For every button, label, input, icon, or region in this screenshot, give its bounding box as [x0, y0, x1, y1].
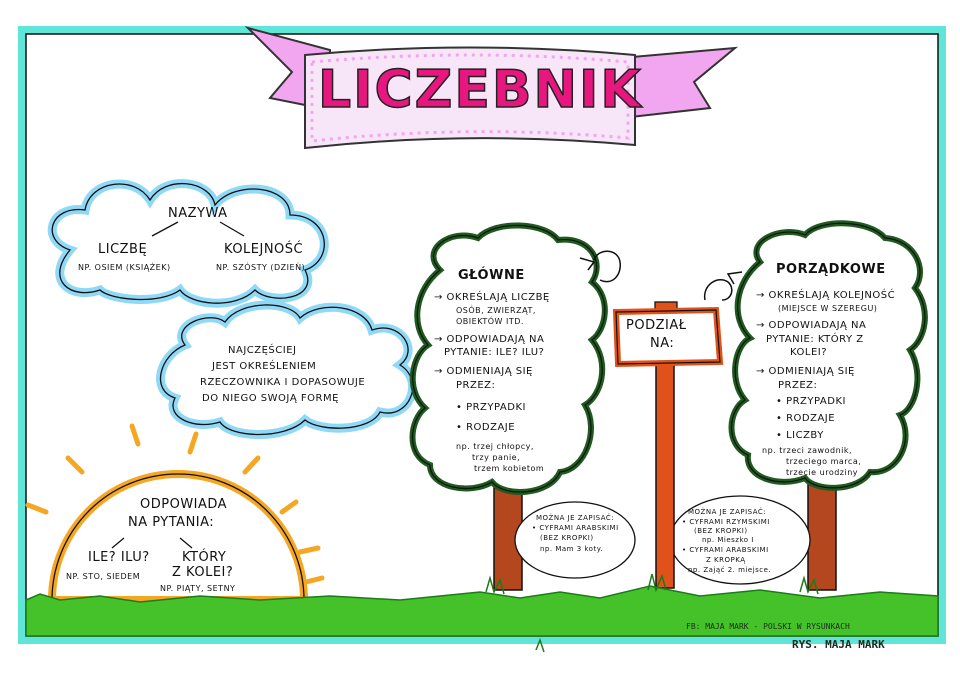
porzadkowe-item: KOLEI? [790, 347, 828, 358]
porzadkowe-note: np. Mieszko I [702, 536, 754, 544]
nazywa-liczbe-example: np. OSIEM (KSIĄŻEK) [78, 263, 171, 272]
porzadkowe-item: PYTANIE: KTÓRY Z [766, 334, 864, 345]
glowne-heading: GŁÓWNE [458, 268, 525, 283]
porzadkowe-item: (MIEJSCE W SZEREGU) [778, 304, 878, 313]
porzadkowe-note: (BEZ KROPKI) [694, 527, 748, 535]
tree-porzadkowe [669, 220, 928, 591]
porzadkowe-example: np. trzeci zawodnik, [762, 446, 853, 455]
nazywa-kolejnosc-example: np. SZÓSTY (DZIEŃ) [216, 263, 306, 272]
sun-line-2: NA PYTANIA: [128, 515, 215, 530]
banner-right-tail [618, 46, 739, 120]
poster-title: LICZEBNIK [317, 59, 643, 121]
porzadkowe-example: trzeciego marca, [786, 457, 862, 466]
glowne-item: PYTANIE: ILE? ILU? [444, 347, 545, 358]
porzadkowe-item: → OKREŚLAJĄ KOLEJNOŚĆ [756, 290, 896, 301]
function-line-1: NAJCZĘŚCIEJ [228, 345, 297, 356]
sun-ktory-example: np. PIĄTY, SETNY [160, 584, 236, 593]
function-line-4: DO NIEGO SWOJĄ FORMĘ [202, 393, 339, 404]
porzadkowe-note: • CYFRAMI ARABSKIMI [682, 546, 769, 554]
sun-question-z-kolei: Z KOLEI? [172, 565, 234, 580]
porzadkowe-item: → ODMIENIAJĄ SIĘ [756, 366, 855, 377]
function-line-2: JEST OKREŚLENIEM [212, 361, 317, 372]
glowne-item: OSÓB, ZWIERZĄT, [456, 306, 536, 315]
porzadkowe-note: np. Zająć 2. miejsce. [688, 566, 772, 574]
grass [25, 585, 939, 637]
glowne-note: np. Mam 3 koty. [540, 545, 604, 553]
porzadkowe-note: • CYFRAMI RZYMSKIMI [682, 518, 770, 526]
porzadkowe-example: trzecie urodziny [786, 468, 859, 477]
sun-line-1: ODPOWIADA [140, 497, 228, 512]
sun-question-ktory: KTÓRY [182, 550, 227, 565]
credit-facebook: FB: MAJA MARK - POLSKI W RYSUNKACH [686, 622, 850, 631]
glowne-example: trzem kobietom [474, 464, 545, 473]
glowne-item: OBIEKTÓW ITD. [456, 317, 524, 326]
sun-question-ile: ILE? ILU? [88, 550, 150, 565]
porzadkowe-item: • PRZYPADKI [776, 396, 846, 407]
porzadkowe-item: • RODZAJE [776, 413, 836, 424]
sun-ile-example: np. STO, SIEDEM [66, 572, 141, 581]
cloud-nazywa [47, 179, 329, 308]
function-line-3: RZECZOWNIKA I DOPASOWUJE [200, 377, 366, 388]
glowne-item: → ODPOWIADAJĄ NA [434, 334, 545, 345]
glowne-example: trzy panie, [472, 453, 521, 462]
glowne-item: • RODZAJE [456, 422, 516, 433]
trunk-right [807, 477, 837, 591]
signpost-line-2: NA: [650, 336, 675, 351]
frame-border [18, 26, 946, 644]
cloud-function [156, 300, 418, 439]
banner-main [304, 46, 636, 150]
porzadkowe-item: • LICZBY [776, 430, 824, 441]
tree-glowne [409, 222, 636, 591]
glowne-note: • CYFRAMI ARABSKIMI [532, 524, 619, 532]
glowne-item: → ODMIENIAJĄ SIĘ [434, 366, 533, 377]
glowne-item: • PRZYPADKI [456, 402, 526, 413]
glowne-item: → OKREŚLAJĄ LICZBĘ [434, 292, 550, 303]
signpost [612, 301, 724, 589]
glowne-item: PRZEZ: [456, 380, 496, 391]
glowne-note: (BEZ KROPKI) [540, 534, 594, 542]
note-bubble-left [514, 501, 636, 579]
porzadkowe-note: MOŻNA JE ZAPISAĆ: [688, 508, 767, 516]
nazywa-liczbe: LICZBĘ [98, 242, 148, 257]
banner-dots [310, 53, 630, 143]
glowne-note: MOŻNA JE ZAPISAĆ: [536, 514, 615, 522]
nazywa-kolejnosc: KOLEJNOŚĆ [224, 242, 304, 257]
sun [25, 423, 325, 604]
glowne-example: np. trzej chłopcy, [456, 442, 534, 451]
porzadkowe-item: → ODPOWIADAJĄ NA [756, 320, 867, 331]
credit-author: RYS. MAJA MARK [792, 638, 885, 651]
nazywa-heading: NAZYWA [168, 206, 228, 221]
porzadkowe-item: PRZEZ: [778, 380, 818, 391]
porzadkowe-heading: PORZĄDKOWE [776, 262, 886, 277]
porzadkowe-note: Z KROPKĄ [706, 556, 746, 564]
signpost-line-1: PODZIAŁ [626, 318, 687, 333]
